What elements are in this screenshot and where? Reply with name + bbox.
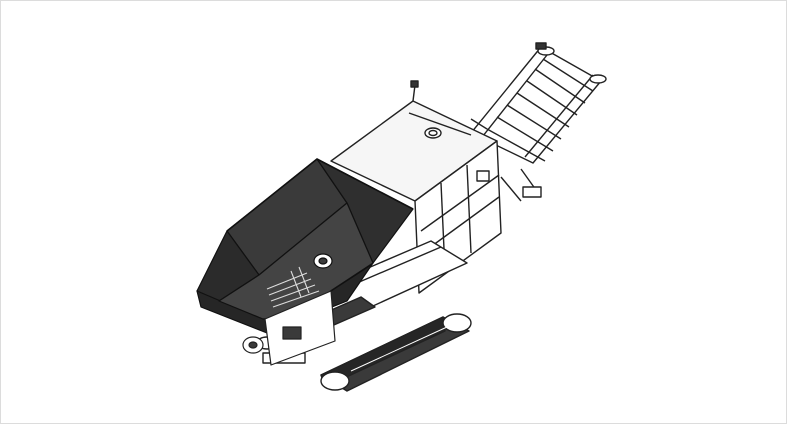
- discharge-conveyor: [470, 42, 607, 202]
- jaw-crusher-housing: [242, 290, 336, 366]
- feed-hopper: [196, 158, 414, 334]
